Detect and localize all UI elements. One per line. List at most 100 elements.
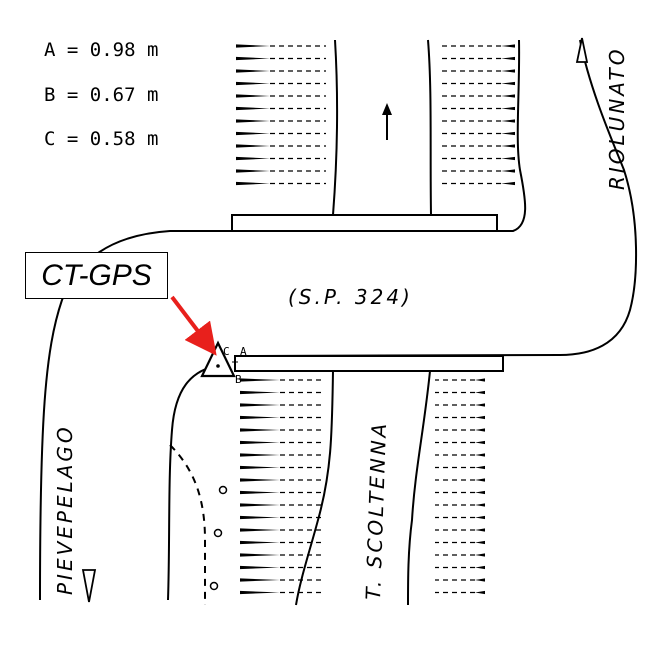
road-right-edge bbox=[497, 39, 527, 232]
hatch-wedge bbox=[501, 44, 515, 48]
road-bridge-bottom bbox=[234, 355, 504, 372]
hatch-wedge bbox=[475, 540, 485, 545]
hatch-wedge bbox=[501, 181, 515, 186]
hatch-wedge bbox=[501, 106, 515, 111]
hatch-wedge bbox=[240, 390, 280, 395]
upper-left-hatching bbox=[236, 44, 326, 186]
hatch-wedge bbox=[240, 378, 280, 382]
hatch-wedge bbox=[236, 94, 270, 98]
hatch-wedge bbox=[475, 428, 485, 432]
hatch-wedge bbox=[475, 478, 485, 482]
survey-point bbox=[213, 528, 223, 538]
measurement-b: B = 0.67 m bbox=[44, 84, 158, 106]
hatch-wedge bbox=[501, 156, 515, 161]
marker-ticks bbox=[232, 360, 238, 370]
lower-left-bank bbox=[295, 370, 334, 606]
marker-b: B bbox=[235, 373, 242, 386]
road-upper-edge bbox=[39, 230, 232, 601]
triangle-direction-icon bbox=[575, 37, 589, 63]
upper-left-bank bbox=[332, 39, 339, 216]
hatch-wedge bbox=[236, 119, 270, 123]
hatch-wedge bbox=[240, 553, 280, 557]
hatch-wedge bbox=[501, 144, 515, 148]
marker-a: A bbox=[240, 345, 247, 358]
road-label: (S.P. 324) bbox=[288, 285, 413, 309]
hatch-wedge bbox=[240, 503, 280, 507]
hatch-wedge bbox=[240, 440, 280, 445]
pointer-arrow-icon bbox=[170, 295, 217, 356]
station-label: CT-GPS bbox=[41, 258, 152, 292]
upper-river bbox=[332, 39, 432, 216]
hatch-wedge bbox=[475, 528, 485, 532]
hatch-wedge bbox=[236, 144, 270, 148]
marker-c: C bbox=[223, 345, 230, 358]
hatch-wedge bbox=[475, 578, 485, 582]
hatch-wedge bbox=[236, 156, 270, 161]
road-lower-left bbox=[167, 364, 221, 601]
hatch-wedge bbox=[501, 169, 515, 173]
measurement-a: A = 0.98 m bbox=[44, 39, 158, 61]
hatch-wedge bbox=[236, 56, 270, 61]
dashed-bank-line bbox=[169, 444, 206, 605]
survey-station-triangle-icon bbox=[200, 340, 236, 378]
hatch-wedge bbox=[240, 590, 280, 595]
hatch-wedge bbox=[475, 440, 485, 445]
hatch-wedge bbox=[236, 69, 270, 73]
place-pievepelago: PIEVEPELAGO bbox=[53, 424, 77, 595]
hatch-wedge bbox=[240, 478, 280, 482]
upper-right-hatching bbox=[440, 44, 515, 186]
hatch-wedge bbox=[475, 515, 485, 520]
hatch-wedge bbox=[240, 428, 280, 432]
road bbox=[39, 39, 638, 601]
river-left-edge bbox=[234, 39, 638, 357]
hatch-wedge bbox=[240, 565, 280, 570]
hatch-wedge bbox=[475, 378, 485, 382]
hatch-wedge bbox=[475, 415, 485, 420]
hatch-wedge bbox=[475, 490, 485, 495]
hatch-wedge bbox=[240, 453, 280, 457]
place-riolunato: RIOLUNATO bbox=[605, 47, 629, 190]
lower-left-hatching bbox=[240, 378, 325, 595]
hatch-wedge bbox=[501, 81, 515, 86]
hatch-wedge bbox=[475, 553, 485, 557]
hatch-wedge bbox=[475, 453, 485, 457]
river-label: T. SCOLTENNA bbox=[361, 420, 391, 600]
hatch-wedge bbox=[240, 490, 280, 495]
hatch-wedge bbox=[501, 94, 515, 98]
hatch-wedge bbox=[240, 465, 280, 470]
hatch-wedge bbox=[236, 131, 270, 136]
measurement-c: C = 0.58 m bbox=[44, 128, 158, 150]
hatch-wedge bbox=[240, 578, 280, 582]
hatch-wedge bbox=[240, 528, 280, 532]
lower-river bbox=[169, 370, 431, 606]
hatch-wedge bbox=[236, 44, 270, 48]
road-bridge-top bbox=[231, 214, 498, 232]
survey-point bbox=[209, 581, 219, 591]
survey-points bbox=[209, 485, 228, 591]
hatch-wedge bbox=[236, 169, 270, 173]
upper-right-bank bbox=[427, 39, 432, 216]
hatch-wedge bbox=[475, 590, 485, 595]
hatch-wedge bbox=[236, 106, 270, 111]
hatch-wedge bbox=[240, 540, 280, 545]
lower-right-hatching bbox=[435, 378, 485, 595]
hatch-wedge bbox=[475, 465, 485, 470]
hatch-wedge bbox=[475, 565, 485, 570]
hatch-wedge bbox=[236, 181, 270, 186]
hatch-wedge bbox=[240, 403, 280, 407]
lower-right-bank bbox=[407, 370, 431, 606]
hatch-wedge bbox=[501, 56, 515, 61]
hatch-wedge bbox=[501, 69, 515, 73]
measurement-legend: A = 0.98 m B = 0.67 m C = 0.58 m bbox=[44, 39, 158, 150]
hatch-wedge bbox=[475, 403, 485, 407]
hatch-wedge bbox=[501, 119, 515, 123]
hatch-wedge bbox=[475, 503, 485, 507]
hatch-wedge bbox=[501, 131, 515, 136]
station-label-box: CT-GPS bbox=[25, 252, 168, 299]
triangle-direction-icon bbox=[81, 569, 97, 603]
hatch-wedge bbox=[475, 390, 485, 395]
hatch-wedge bbox=[240, 515, 280, 520]
hatch-wedge bbox=[236, 81, 270, 86]
survey-point bbox=[218, 485, 228, 495]
